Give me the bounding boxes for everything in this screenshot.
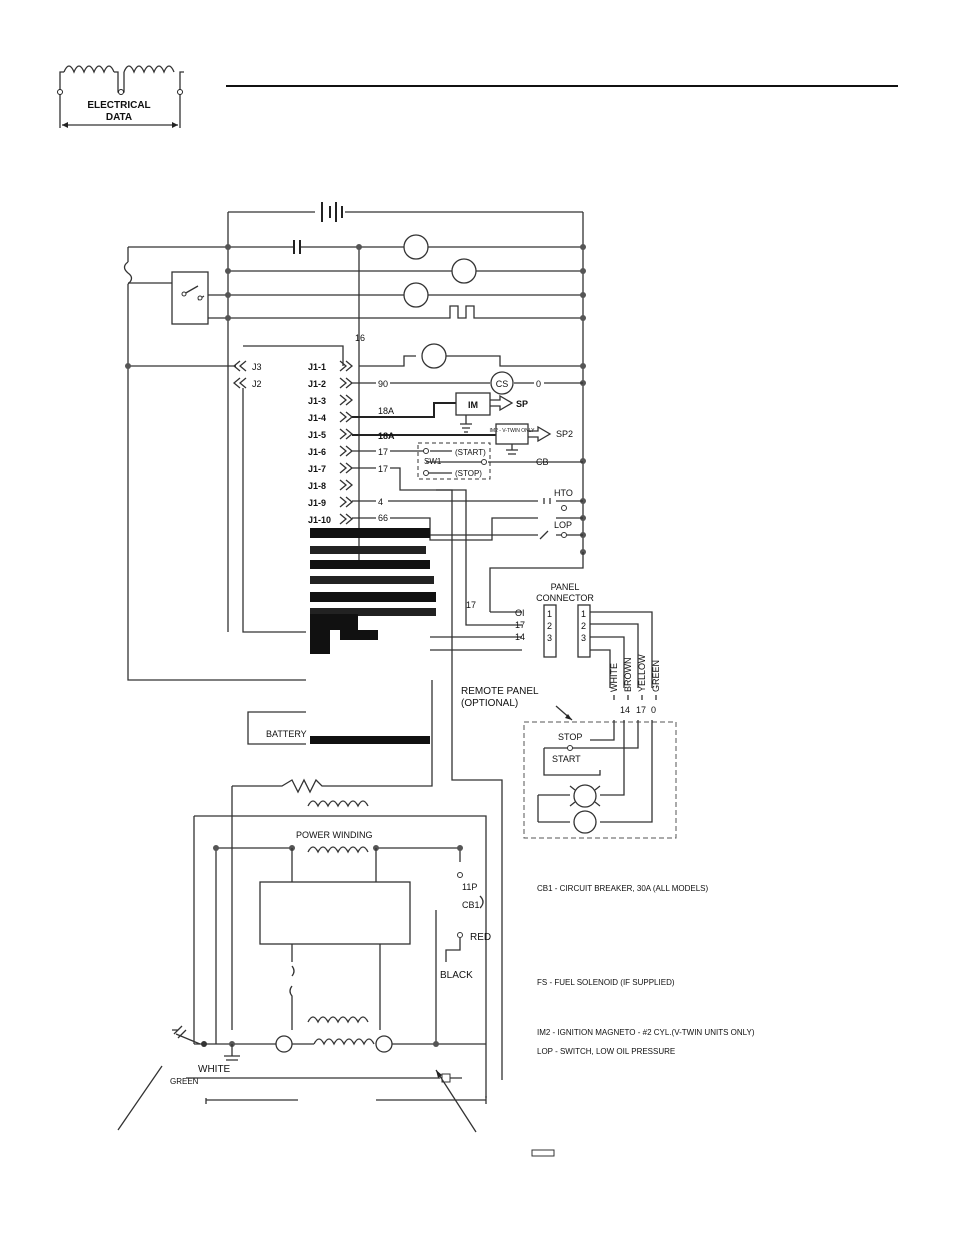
pin-j1-2: J1-2 [308, 379, 326, 389]
im2-box-icon [495, 423, 529, 445]
cs-symbol-icon [490, 371, 514, 395]
wire-label-18a-2: 18A [378, 431, 395, 441]
wire-harness-bundle [310, 528, 436, 744]
red-wire-label: RED [470, 932, 491, 943]
pin-j1-9: J1-9 [308, 498, 326, 508]
electrical-data-logo: ELECTRICAL DATA [52, 56, 186, 136]
power-winding-label: POWER WINDING [296, 830, 373, 840]
component-circle-icon [403, 282, 429, 308]
logo-line-1: ELECTRICAL [87, 100, 150, 111]
lower-section: BATTERY POWER WINDING 11P CB1 RED BLACK [117, 680, 555, 1157]
panel-connector-title-1: PANEL [551, 582, 580, 592]
stop-label: (STOP) [455, 469, 482, 478]
im2-box-label: IM2 - V-TWIN ONLY [490, 428, 536, 434]
wire-label-cb: CB [536, 457, 549, 467]
hto-label: HTO [554, 488, 573, 498]
wire-color-green: GREEN [651, 660, 661, 692]
black-wire-label: BLACK [440, 970, 473, 981]
connector-j3-label: J3 [252, 362, 262, 372]
connector-j2-label: J2 [252, 379, 262, 389]
pin-j1-1: J1-1 [308, 362, 326, 372]
wire-label-90: 90 [378, 379, 388, 389]
panel-connector: PANEL CONNECTOR OI 17 14 1 2 3 1 2 3 WHI… [515, 582, 661, 715]
cs-label: CS [496, 379, 509, 389]
wire-label-16: 16 [355, 333, 365, 343]
wire-label-17-b: 17 [378, 464, 388, 474]
remote-start-label: START [552, 754, 581, 764]
battery-label: BATTERY [266, 729, 307, 739]
pin-j1-5: J1-5 [308, 430, 326, 440]
component-circle-icon [451, 258, 477, 284]
legend: CB1 - CIRCUIT BREAKER, 30A (ALL MODELS) … [537, 884, 755, 1056]
remote-panel-subtitle: (OPTIONAL) [461, 698, 518, 709]
legend-lop: LOP - SWITCH, LOW OIL PRESSURE [537, 1047, 675, 1056]
remote-panel-dashed-box [523, 721, 677, 839]
wire-label-17: 17 [378, 447, 388, 457]
brush-left-icon [275, 1035, 293, 1053]
left-pin-3: 3 [547, 633, 552, 643]
wire-color-yellow: YELLOW [637, 654, 647, 692]
panel-connector-title-2: CONNECTOR [536, 593, 594, 603]
wire-label-14: 14 [515, 632, 525, 642]
relay-box-icon [171, 271, 209, 325]
wire-number-17: 17 [636, 705, 646, 715]
right-pin-1: 1 [581, 609, 586, 619]
remote-panel-title: REMOTE PANEL [461, 686, 539, 697]
wire-label-4: 4 [378, 497, 383, 507]
battery-symbol-icon [321, 202, 343, 222]
component-circle-icon [403, 234, 429, 260]
legend-im2: IM2 - IGNITION MAGNETO - #2 CYL.(V-TWIN … [537, 1028, 755, 1037]
im-label: IM [468, 400, 478, 410]
wire-label-0: 0 [536, 379, 541, 389]
control-module-box [259, 881, 411, 945]
start-label: (START) [455, 448, 486, 457]
remote-stop-label: STOP [558, 732, 582, 742]
wire-label-17-c: 17 [466, 600, 476, 610]
left-pin-1: 1 [547, 609, 552, 619]
wire-number-14: 14 [620, 705, 630, 715]
pin-j1-6: J1-6 [308, 447, 326, 457]
remote-hourmeter-icon [573, 810, 597, 834]
left-pin-2: 2 [547, 621, 552, 631]
white-wire-label: WHITE [198, 1064, 231, 1075]
right-pin-3: 3 [581, 633, 586, 643]
pin-j1-4: J1-4 [308, 413, 326, 423]
legend-cb1: CB1 - CIRCUIT BREAKER, 30A (ALL MODELS) [537, 884, 708, 893]
ignition-magneto-box-icon [455, 392, 491, 416]
legend-fs: FS - FUEL SOLENOID (IF SUPPLIED) [537, 978, 675, 987]
pin-j1-7: J1-7 [308, 464, 326, 474]
panel-connector-left-plug [543, 604, 557, 658]
pin-j1-8: J1-8 [308, 481, 326, 491]
pin-j1-10: J1-10 [308, 515, 331, 525]
p11-label: 11P [462, 882, 477, 892]
wire-label-66: 66 [378, 513, 388, 523]
green-wire-label: GREEN [170, 1077, 199, 1086]
logo-line-2: DATA [106, 112, 132, 123]
panel-connector-right-plug [577, 604, 591, 658]
remote-panel: REMOTE PANEL (OPTIONAL) STOP START [461, 686, 677, 839]
wire-label-17-d: 17 [515, 620, 525, 630]
right-pin-2: 2 [581, 621, 586, 631]
sp2-label: SP2 [556, 429, 573, 439]
sp-label: SP [516, 399, 528, 409]
remote-lamp-icon [573, 784, 597, 808]
wire-number-0: 0 [651, 705, 656, 715]
cb1-label: CB1 [462, 900, 480, 910]
small-fuse-icon [531, 1149, 555, 1157]
sw1-switch-box [417, 442, 491, 480]
wire-label-oi: OI [515, 608, 525, 618]
lop-label: LOP [554, 520, 572, 530]
top-circuits: 16 [123, 202, 584, 681]
wire-color-brown: BROWN [623, 658, 633, 693]
wire-label-18a: 18A [378, 406, 394, 416]
pin-j1-3: J1-3 [308, 396, 326, 406]
wire-color-white: WHITE [609, 663, 619, 692]
j1-connector: J3 J2 J1-1 J1-2 J1-3 J1-4 J1-5 J1-6 J1-7… [227, 360, 584, 1080]
brush-right-icon [375, 1035, 393, 1053]
